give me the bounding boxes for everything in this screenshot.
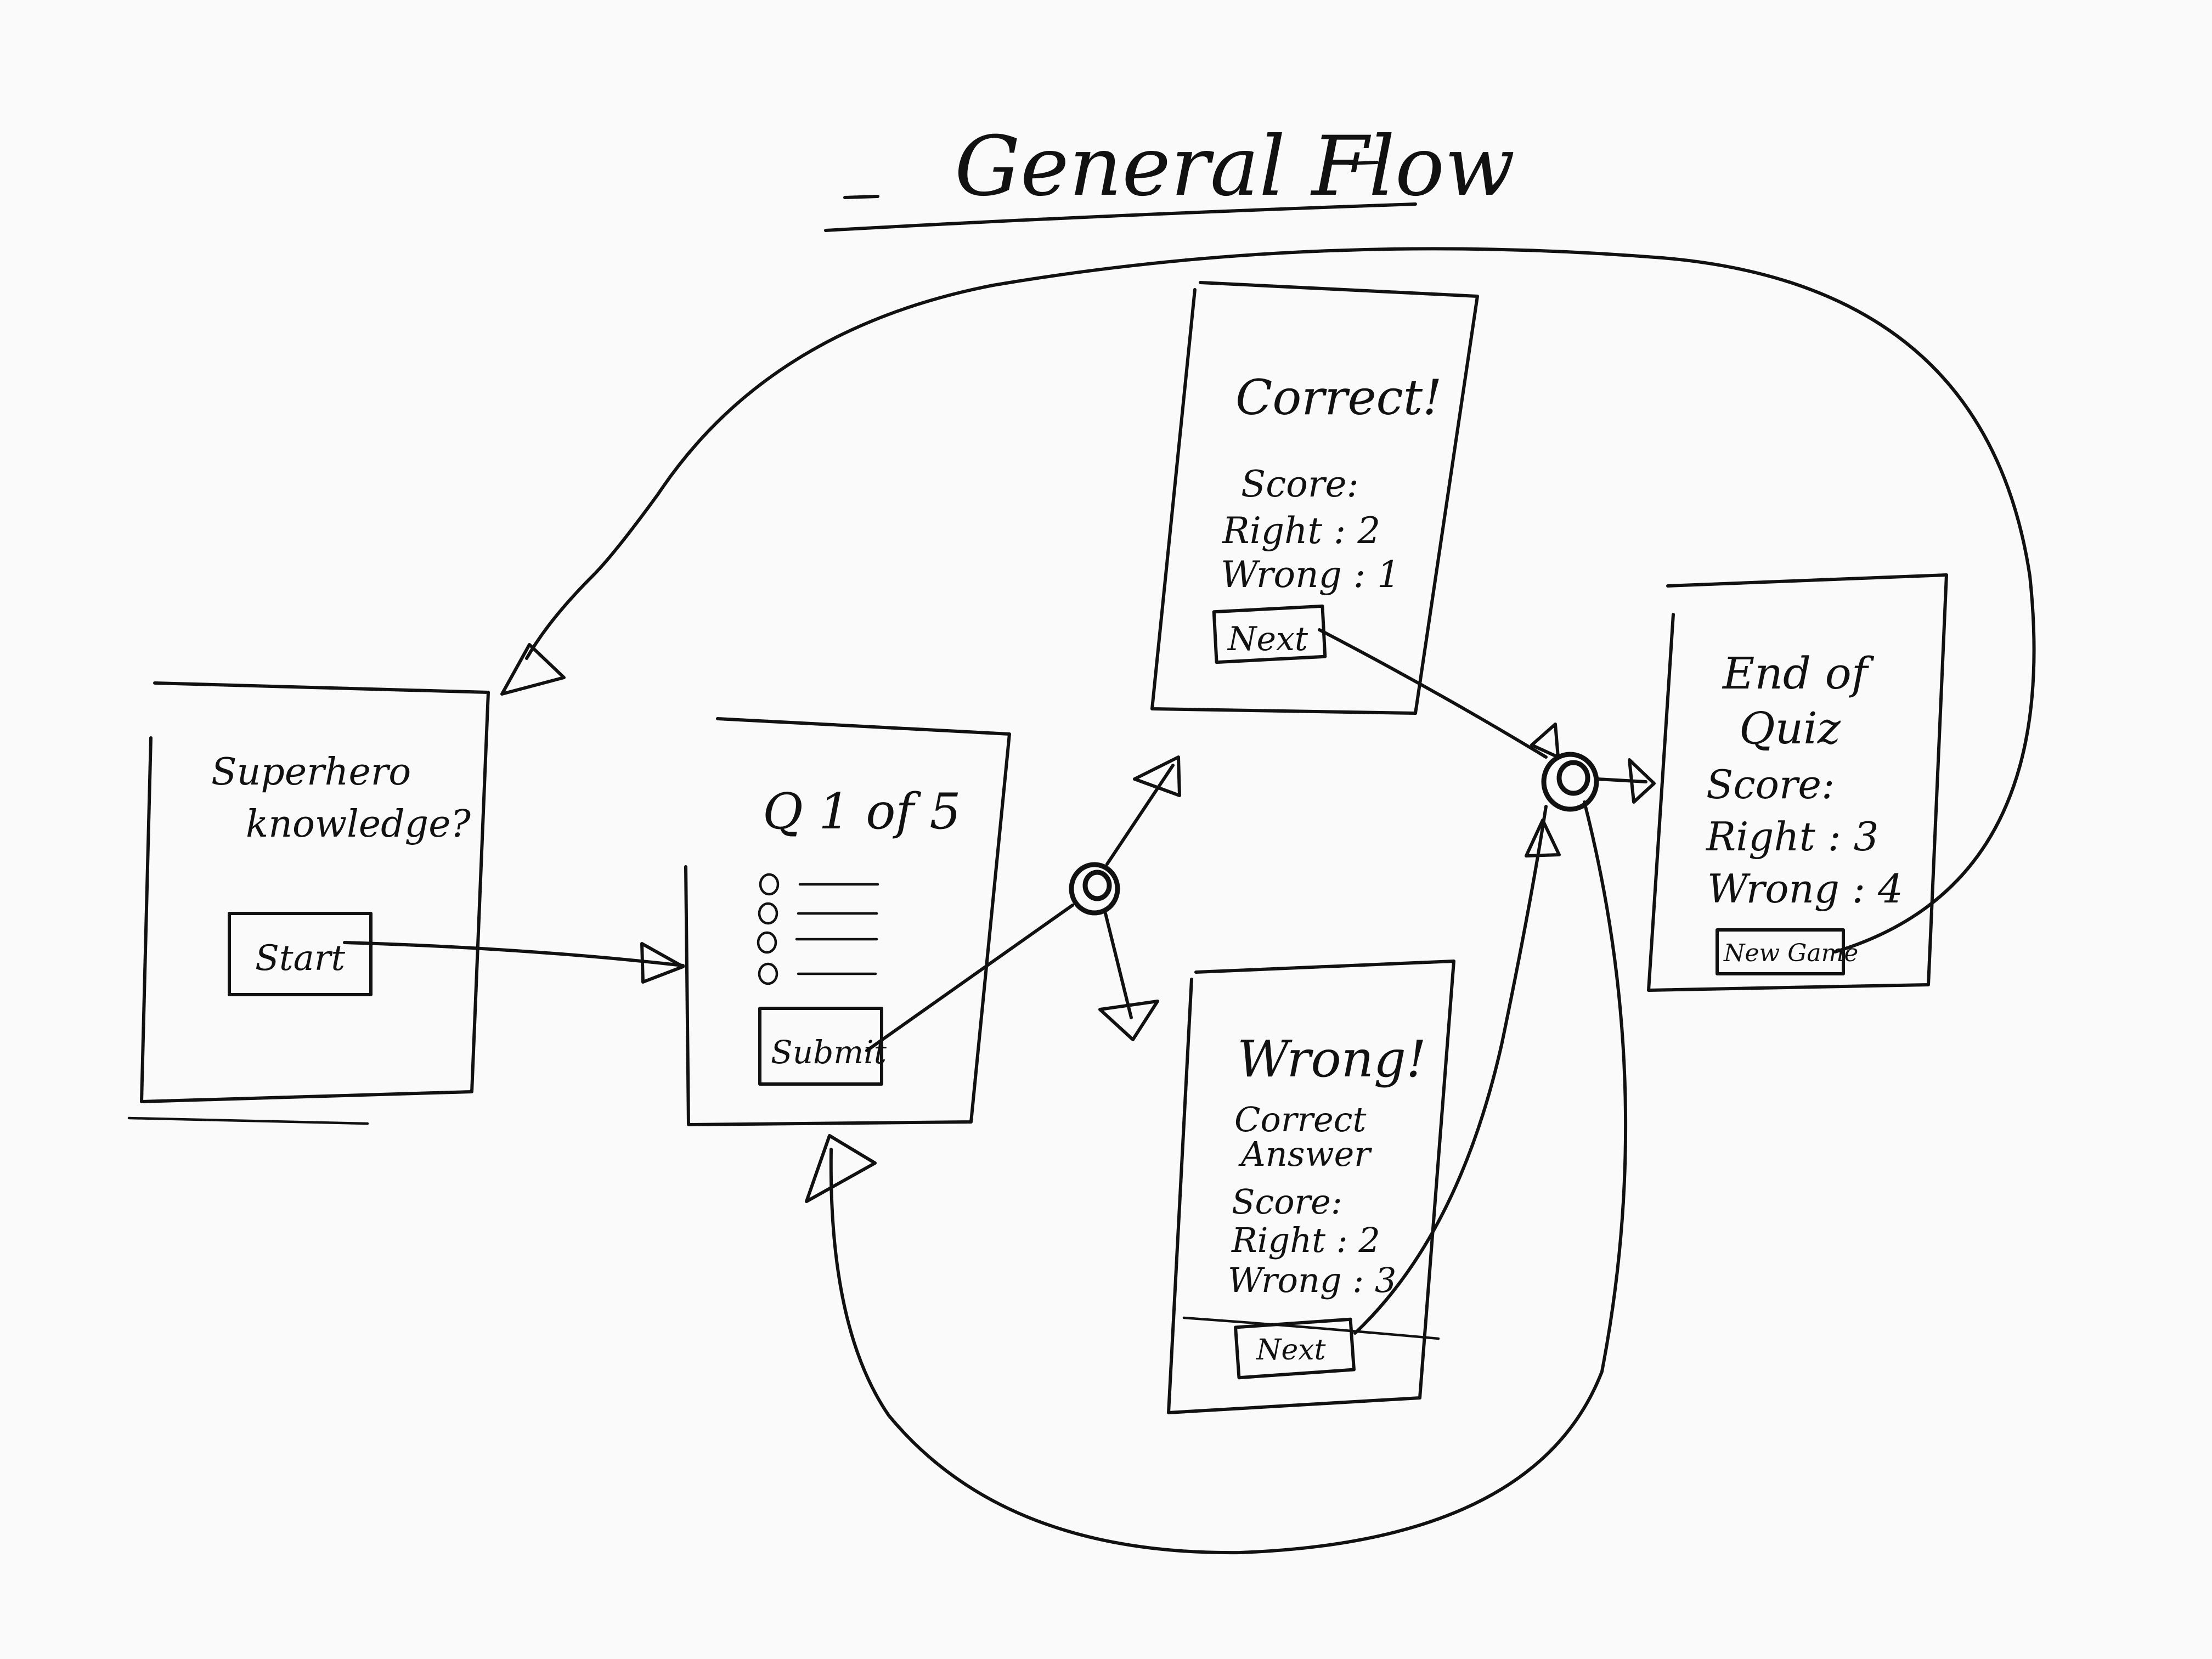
- option-radio-3[interactable]: [757, 931, 777, 954]
- option-radio-4[interactable]: [758, 962, 778, 985]
- title-dash-right: [1348, 161, 1379, 165]
- connector-decision-to-end: [1596, 777, 1647, 783]
- wrong-heading: Wrong!: [1237, 1030, 1426, 1088]
- start-screen-frame: [140, 681, 490, 1103]
- wrong-next-button-label[interactable]: Next: [1255, 1334, 1326, 1367]
- arrowhead-end-in: [1628, 758, 1656, 804]
- wrong-next-button-box[interactable]: [1234, 1317, 1356, 1380]
- connector-decision-to-correct: [1105, 764, 1175, 866]
- arrowhead-decision-in-from-correct: [1530, 723, 1560, 759]
- answer-decision-knot-inner: [1082, 870, 1112, 901]
- question-heading: Q 1 of 5: [763, 783, 961, 840]
- progress-decision-knot-inner: [1556, 760, 1590, 796]
- end-screen: End of Quiz Score: Right : 3 Wrong : 4 N…: [1647, 573, 1948, 992]
- answer-decision-knot-outer: [1069, 862, 1120, 916]
- arrowhead-correct-in: [1133, 755, 1181, 797]
- end-score-label: Score:: [1706, 761, 1835, 808]
- diagram-title: General Flow: [955, 119, 1515, 215]
- question-screen-frame: [684, 717, 1011, 1126]
- progress-decision-node: [1541, 752, 1599, 812]
- connector-decision-to-wrong: [1104, 912, 1133, 1019]
- connector-correct-next-to-decision: [1318, 628, 1548, 759]
- submit-button-box[interactable]: [758, 1007, 883, 1086]
- wrong-screen: Wrong! Correct Answer Score: Right : 2 W…: [1167, 960, 1455, 1414]
- question-screen: Q 1 of 5 Submit: [684, 717, 1011, 1126]
- start-screen: Superhero knowledge? Start: [127, 681, 490, 1125]
- end-right-count: Right : 3: [1705, 814, 1878, 860]
- end-heading-2: Quiz: [1739, 703, 1841, 754]
- answer-decision-node: [1069, 862, 1120, 916]
- title-group: General Flow: [824, 119, 1515, 232]
- correct-screen-frame: [1150, 281, 1479, 715]
- arrowhead-start-in: [500, 643, 566, 696]
- correct-next-button-label[interactable]: Next: [1227, 620, 1308, 658]
- start-button-label[interactable]: Start: [255, 938, 345, 979]
- wrong-answer-line-2: Answer: [1238, 1134, 1372, 1174]
- correct-right-count: Right : 2: [1222, 510, 1380, 552]
- option-radio-2[interactable]: [758, 902, 778, 925]
- wrong-screen-divider: [1182, 1316, 1440, 1340]
- connector-loop-to-question: [829, 800, 1628, 1555]
- end-wrong-count: Wrong : 4: [1707, 866, 1903, 912]
- wrong-screen-frame: [1167, 960, 1455, 1414]
- connector-wrong-next-to-decision: [1353, 805, 1548, 1335]
- wrong-answer-line-1: Correct: [1234, 1099, 1366, 1139]
- option-radio-1[interactable]: [759, 873, 780, 896]
- new-game-button-label[interactable]: New Game: [1723, 939, 1858, 967]
- start-heading-1: Superhero: [211, 751, 411, 794]
- submit-button-label[interactable]: Submit: [771, 1034, 887, 1071]
- connector-new-game-to-start: [525, 247, 2036, 953]
- title-dash-left: [843, 195, 879, 199]
- start-screen-shadow: [127, 1116, 369, 1125]
- start-heading-2: knowledge?: [246, 803, 471, 846]
- connector-start-to-question: [343, 941, 685, 967]
- correct-score-label: Score:: [1241, 463, 1359, 505]
- title-underline: [824, 202, 1417, 232]
- correct-wrong-count: Wrong : 1: [1221, 554, 1400, 596]
- wrong-wrong-count: Wrong : 3: [1228, 1260, 1396, 1300]
- start-button-box[interactable]: [228, 912, 373, 996]
- wrong-right-count: Right : 2: [1231, 1220, 1380, 1260]
- end-heading-1: End of: [1722, 648, 1875, 699]
- wrong-score-label: Score:: [1232, 1182, 1342, 1222]
- arrowhead-question-in: [640, 942, 685, 984]
- arrowhead-question-loop-in: [805, 1134, 877, 1203]
- correct-screen: Correct! Score: Right : 2 Wrong : 1 Next: [1150, 281, 1479, 715]
- arrowhead-wrong-in: [1098, 1000, 1159, 1041]
- question-options: [757, 873, 879, 985]
- new-game-button-box[interactable]: [1716, 928, 1845, 975]
- progress-decision-knot-outer: [1541, 752, 1599, 812]
- end-screen-frame: [1647, 573, 1948, 992]
- connector-submit-to-decision: [865, 904, 1074, 1052]
- arrowhead-decision-in-from-wrong: [1525, 819, 1561, 857]
- correct-heading: Correct!: [1235, 369, 1442, 426]
